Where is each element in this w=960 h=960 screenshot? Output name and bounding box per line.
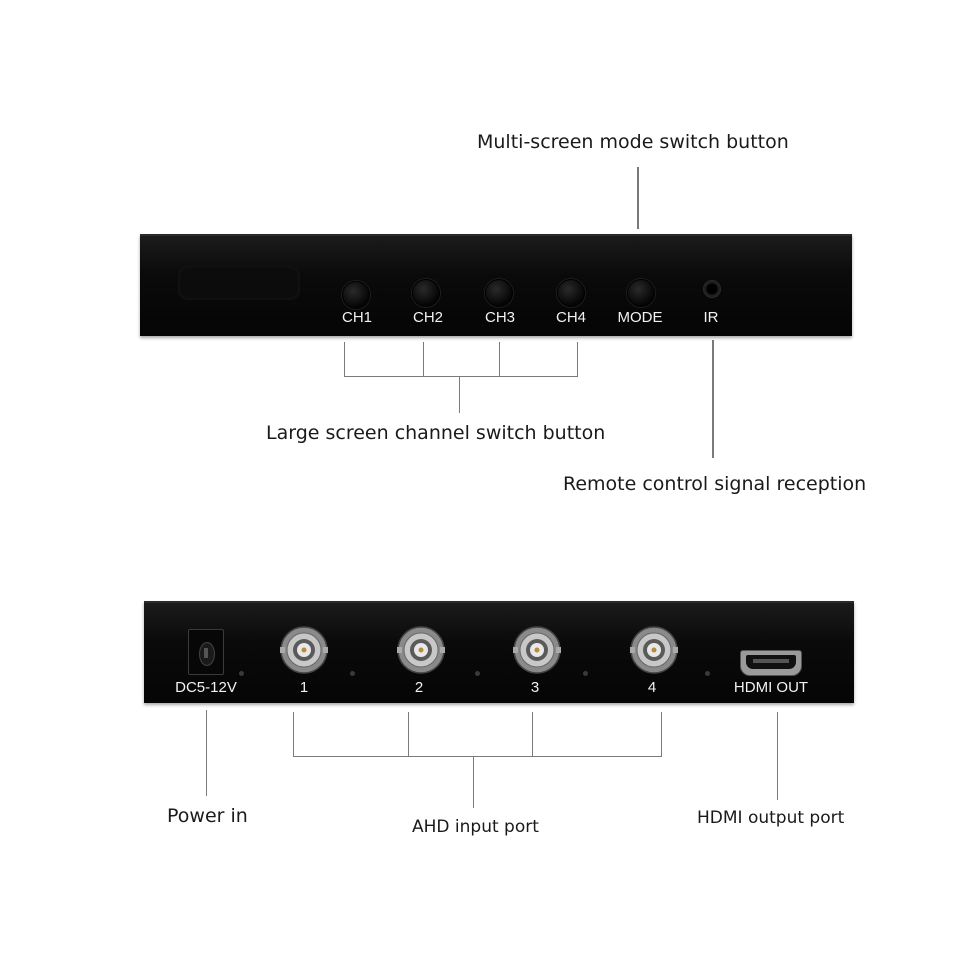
mode-label: MODE: [617, 309, 663, 326]
ch3-label: CH3: [484, 309, 515, 326]
ch1-label: CH1: [341, 309, 372, 326]
mode-leader-line: [637, 167, 639, 229]
remote-reception-callout: Remote control signal reception: [563, 473, 867, 495]
channel-bracket-ch1: [344, 342, 345, 377]
power-leader-line: [206, 710, 207, 796]
ch4-button[interactable]: [557, 279, 585, 307]
front-panel: CH1 CH2 CH3 CH4 MODE IR: [140, 234, 852, 336]
rear-panel: DC5-12V 1 2 3 4: [144, 601, 854, 703]
input-bracket-4: [661, 712, 662, 757]
indicator-dot: [475, 671, 480, 676]
ahd-input-callout: AHD input port: [412, 817, 539, 837]
hdmi-leader-line: [777, 712, 778, 800]
power-in-callout: Power in: [167, 805, 248, 827]
input-3-label: 3: [530, 679, 540, 696]
ch4-label: CH4: [555, 309, 586, 326]
ch2-button[interactable]: [412, 279, 440, 307]
input-bracket-3: [532, 712, 533, 757]
input-4-label: 4: [647, 679, 657, 696]
ir-receiver: [703, 280, 721, 298]
input-bracket-bar: [293, 756, 662, 757]
power-label: DC5-12V: [175, 679, 237, 696]
ch1-button[interactable]: [342, 281, 370, 309]
hdmi-output-callout: HDMI output port: [697, 808, 845, 828]
input-bracket-1: [293, 712, 294, 757]
mode-button[interactable]: [627, 279, 655, 307]
bnc-connector-3[interactable]: [512, 625, 562, 675]
hdmi-port[interactable]: [740, 650, 802, 676]
channel-bracket-bar: [344, 376, 578, 377]
dc-power-jack[interactable]: [188, 629, 224, 675]
input-bracket-2: [408, 712, 409, 757]
mode-switch-callout: Multi-screen mode switch button: [477, 131, 789, 153]
channel-bracket-stem: [459, 376, 460, 413]
indicator-dot: [350, 671, 355, 676]
logo-emboss: [178, 266, 300, 300]
channel-bracket-ch4: [577, 342, 578, 377]
indicator-dot: [583, 671, 588, 676]
indicator-dot: [239, 671, 244, 676]
ir-label: IR: [703, 309, 719, 326]
bnc-connector-2[interactable]: [396, 625, 446, 675]
channel-switch-callout: Large screen channel switch button: [266, 422, 606, 444]
input-2-label: 2: [414, 679, 424, 696]
ch2-label: CH2: [412, 309, 443, 326]
input-bracket-stem: [473, 756, 474, 808]
channel-bracket-ch2: [423, 342, 424, 377]
ir-leader-line: [712, 340, 714, 458]
bnc-connector-4[interactable]: [629, 625, 679, 675]
channel-bracket-ch3: [499, 342, 500, 377]
bnc-connector-1[interactable]: [279, 625, 329, 675]
ch3-button[interactable]: [485, 279, 513, 307]
hdmi-out-label: HDMI OUT: [733, 679, 809, 696]
input-1-label: 1: [299, 679, 309, 696]
indicator-dot: [705, 671, 710, 676]
